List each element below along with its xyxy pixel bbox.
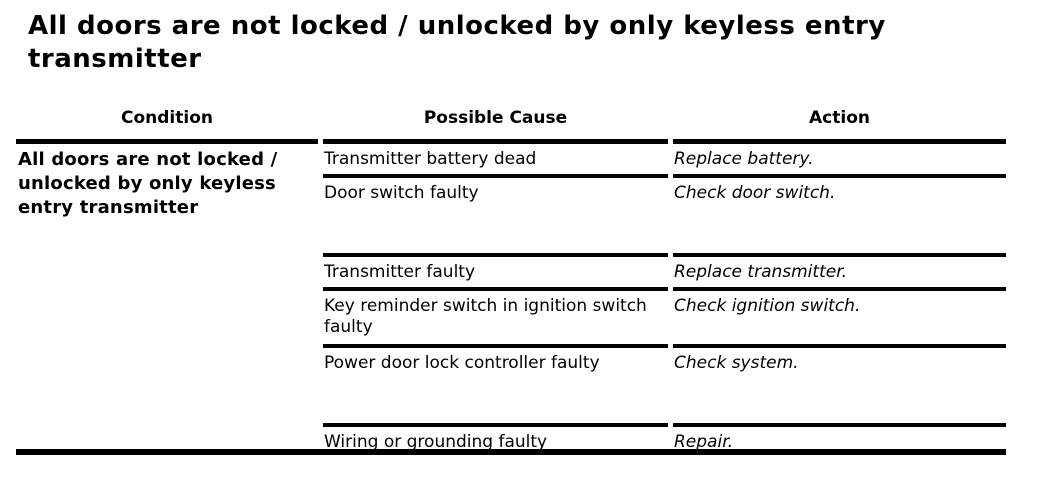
cause-cell-power-door-lock-controller-faulty: Power door lock controller faulty [323, 344, 668, 423]
action-cell-check-ignition-switch: Check ignition switch. [673, 287, 1006, 344]
cause-cell-wiring-or-grounding-faulty: Wiring or grounding faulty [323, 423, 668, 452]
condition-cell: All doors are not locked / unlocked by o… [18, 149, 278, 218]
troubleshooting-table: Condition Possible Cause Action All door… [16, 104, 1006, 452]
cause-cell-door-switch-faulty: Door switch faulty [323, 174, 668, 253]
page-title: All doors are not locked / unlocked by o… [28, 11, 886, 74]
action-cell-replace-battery: Replace battery. [674, 149, 814, 169]
column-header-condition: Condition [16, 104, 318, 144]
cause-cell-transmitter-battery-dead: Transmitter battery dead [324, 149, 537, 169]
cause-cell-key-reminder-switch-faulty: Key reminder switch in ignition switch f… [323, 287, 668, 344]
action-cell-check-door-switch: Check door switch. [673, 174, 1006, 253]
column-header-action: Action [673, 104, 1006, 144]
table-bottom-border [16, 449, 1006, 455]
action-cell-replace-transmitter: Replace transmitter. [673, 253, 1006, 287]
cause-cell-transmitter-faulty: Transmitter faulty [323, 253, 668, 287]
column-header-possible-cause: Possible Cause [323, 104, 668, 144]
action-cell-check-system: Check system. [673, 344, 1006, 423]
action-cell-repair: Repair. [673, 423, 1006, 452]
